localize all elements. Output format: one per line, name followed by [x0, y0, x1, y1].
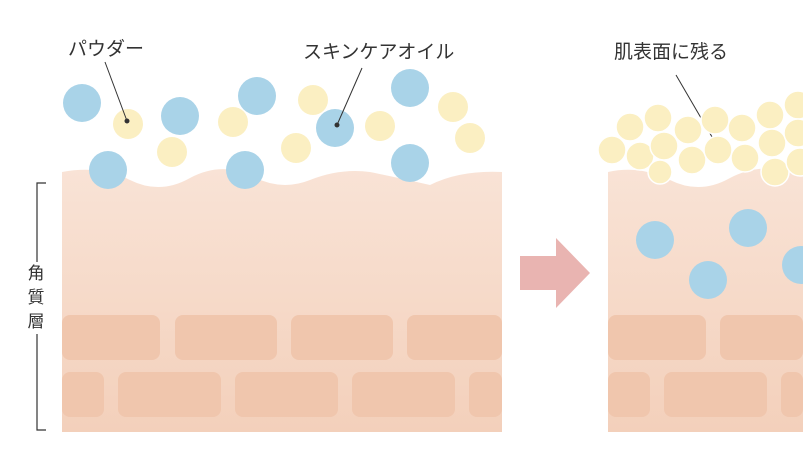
oil-absorbed [636, 209, 803, 299]
powder-label: パウダー [68, 38, 145, 60]
powder-particles [113, 85, 485, 167]
skin-cells [62, 315, 502, 417]
arrow-icon [520, 238, 590, 308]
skincare-oil-label: スキンケアオイル [303, 41, 455, 63]
powder-on-surface [597, 90, 803, 187]
skin-before [62, 169, 502, 432]
oil-particles [63, 69, 429, 189]
skin-after [608, 168, 803, 432]
stratum-corneum-label: 角 質 層 [26, 262, 46, 334]
remains-on-surface-label: 肌表面に残る [614, 41, 729, 63]
